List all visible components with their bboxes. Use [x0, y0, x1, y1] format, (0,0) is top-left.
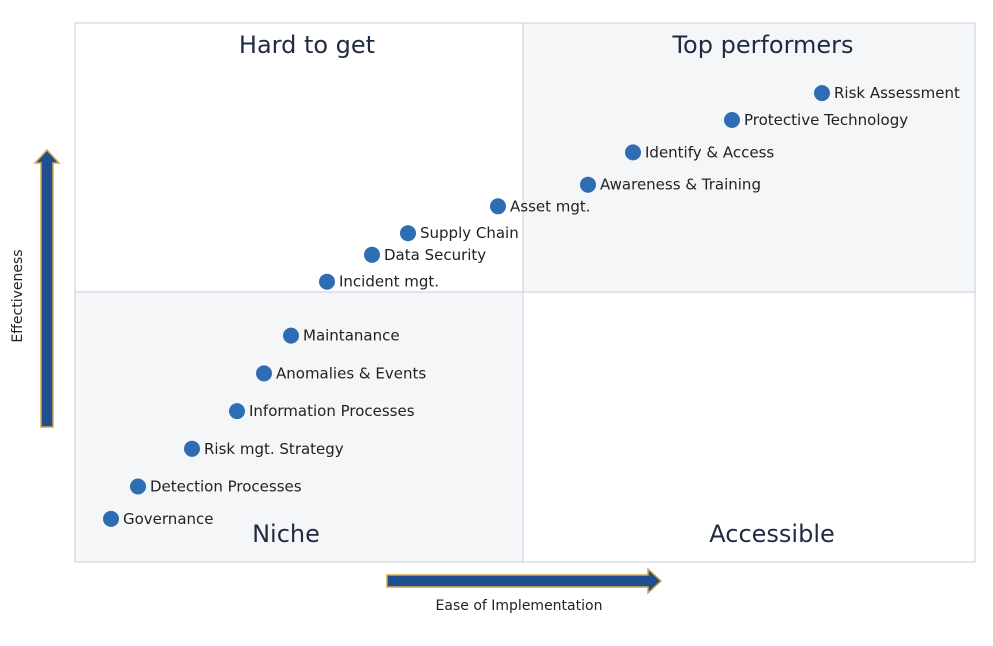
quadrant-bottom-right [523, 292, 975, 562]
data-point [319, 273, 335, 290]
data-point-label: Asset mgt. [510, 197, 591, 215]
data-point-label: Anomalies & Events [276, 364, 426, 382]
data-point-label: Detection Processes [150, 478, 302, 496]
data-point [400, 225, 416, 242]
quadrant-title-accessible: Accessible [709, 520, 835, 548]
data-point-label: Governance [123, 510, 214, 528]
data-point-label: Data Security [384, 246, 486, 264]
data-point-label: Supply Chain [420, 224, 519, 242]
data-point [184, 440, 200, 457]
quadrant-title-niche: Niche [252, 520, 320, 548]
data-point-label: Information Processes [249, 402, 415, 420]
data-point-label: Awareness & Training [600, 176, 761, 194]
y-axis-label: Effectiveness [10, 249, 26, 342]
data-point [814, 85, 830, 102]
data-point [724, 112, 740, 128]
data-point [130, 478, 146, 495]
x-axis-arrow [386, 567, 663, 595]
quadrant-top-right [523, 23, 975, 292]
data-point [364, 246, 380, 263]
data-point-label: Risk mgt. Strategy [204, 440, 344, 458]
quadrant-bottom-left [75, 292, 523, 562]
data-point [103, 510, 119, 527]
data-point [256, 365, 272, 382]
data-point-label: Protective Technology [744, 111, 908, 129]
data-point [229, 403, 245, 420]
data-point-label: Maintanance [303, 327, 400, 345]
data-point [580, 176, 596, 193]
data-point [283, 327, 299, 344]
y-axis-arrow [33, 148, 61, 428]
quadrant-title-top-performers: Top performers [671, 31, 853, 59]
quadrant-title-hard-to-get: Hard to get [239, 31, 375, 59]
data-point-label: Identify & Access [645, 143, 774, 161]
data-point [625, 144, 641, 161]
data-point-label: Incident mgt. [339, 273, 439, 291]
quadrant-top-left [75, 23, 523, 292]
data-point-label: Risk Assessment [834, 84, 960, 102]
x-axis-label: Ease of Implementation [436, 598, 603, 614]
data-point [490, 198, 506, 215]
